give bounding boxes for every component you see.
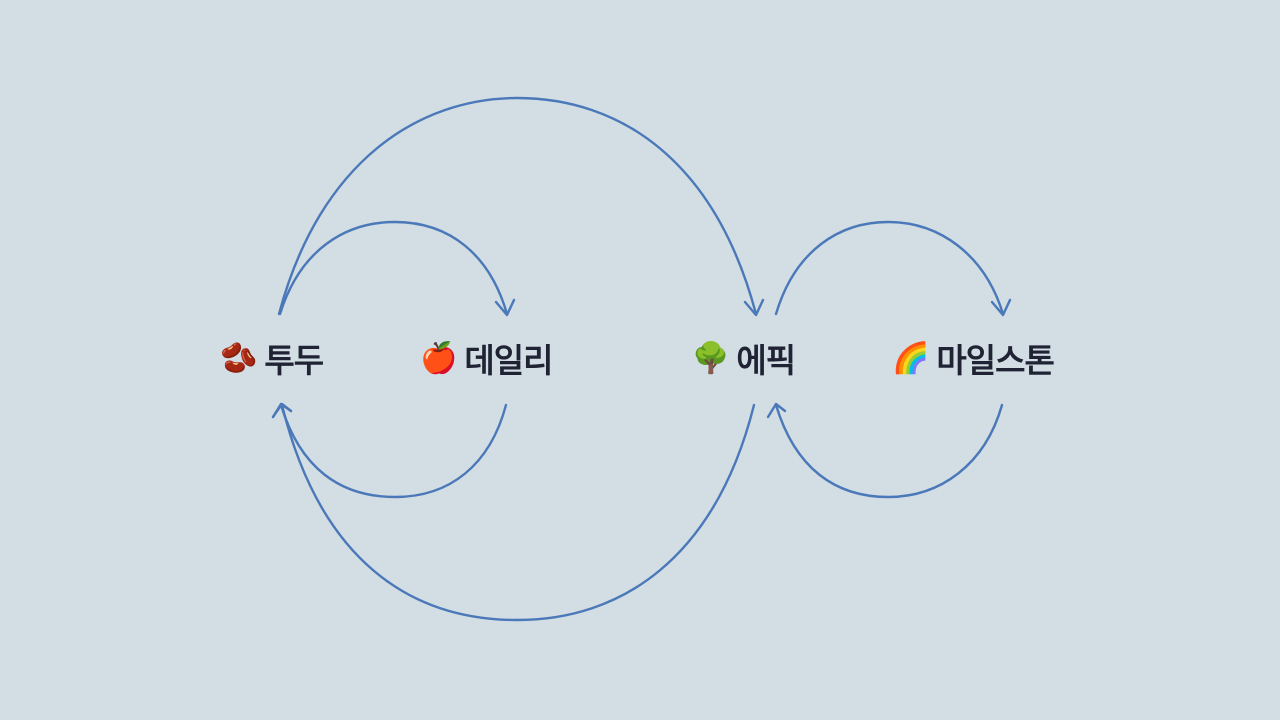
node-daily: 🍎 데일리 (420, 336, 553, 381)
edge-todo-to-daily (278, 220, 516, 317)
node-label-todo: 투두 (264, 341, 324, 380)
beans-icon: 🫘 (220, 340, 257, 376)
node-epic: 🌳 에픽 (692, 336, 796, 381)
rainbow-icon: 🌈 (892, 340, 929, 376)
node-todo: 🫘 투두 (220, 336, 324, 381)
node-label-milestone: 마일스톤 (936, 341, 1054, 380)
node-label-daily: 데일리 (464, 341, 553, 380)
edge-epic-to-todo (271, 402, 756, 622)
node-milestone: 🌈 마일스톤 (892, 336, 1055, 381)
tree-icon: 🌳 (692, 340, 729, 376)
edge-milestone-to-epic (766, 402, 1004, 499)
node-label-epic: 에픽 (736, 341, 796, 380)
edge-todo-to-epic (277, 96, 765, 317)
apple-icon: 🍎 (420, 340, 457, 376)
edge-epic-to-milestone (774, 220, 1012, 317)
